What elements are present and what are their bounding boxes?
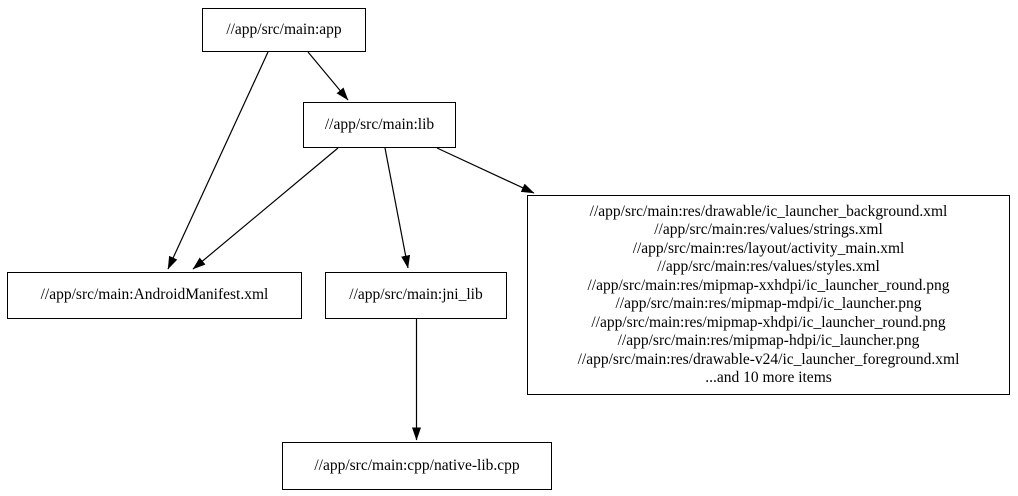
resource-item: ...and 10 more items	[705, 369, 832, 386]
node-app: //app/src/main:app	[202, 8, 366, 52]
node-app-label: //app/src/main:app	[226, 20, 342, 38]
node-lib-label: //app/src/main:lib	[324, 115, 435, 133]
edge-lib-to-jni-lib	[384, 147, 411, 269]
resource-item: //app/src/main:res/mipmap-xhdpi/ic_launc…	[591, 313, 946, 331]
resource-item: //app/src/main:res/values/strings.xml	[654, 221, 883, 238]
resource-item: //app/src/main:res/mipmap-mdpi/ic_launch…	[615, 295, 922, 312]
edge-lib-to-manifest	[192, 147, 339, 270]
node-lib: //app/src/main:lib	[303, 102, 456, 148]
node-native-lib-cpp-label: //app/src/main:cpp/native-lib.cpp	[314, 456, 520, 474]
resource-item: //app/src/main:res/drawable-v24/ic_launc…	[577, 350, 960, 368]
resource-item: //app/src/main:res/mipmap-xxhdpi/ic_laun…	[587, 276, 950, 294]
node-android-manifest-label: //app/src/main:AndroidManifest.xml	[40, 286, 269, 304]
edge-lib-to-resources	[436, 147, 535, 194]
node-jni-lib-label: //app/src/main:jni_lib	[349, 286, 483, 304]
resource-item: //app/src/main:res/mipmap-hdpi/ic_launch…	[617, 332, 920, 349]
resource-item: //app/src/main:res/layout/activity_main.…	[632, 239, 905, 257]
edge-app-to-manifest	[167, 51, 269, 270]
node-resources-group: //app/src/main:res/drawable/ic_launcher_…	[527, 195, 1010, 395]
edge-app-to-lib	[307, 51, 349, 101]
node-android-manifest: //app/src/main:AndroidManifest.xml	[7, 272, 302, 319]
node-jni-lib: //app/src/main:jni_lib	[325, 272, 507, 319]
resource-item: //app/src/main:res/drawable/ic_launcher_…	[589, 202, 948, 220]
resource-item: //app/src/main:res/values/styles.xml	[657, 258, 880, 275]
node-native-lib-cpp: //app/src/main:cpp/native-lib.cpp	[282, 442, 552, 490]
